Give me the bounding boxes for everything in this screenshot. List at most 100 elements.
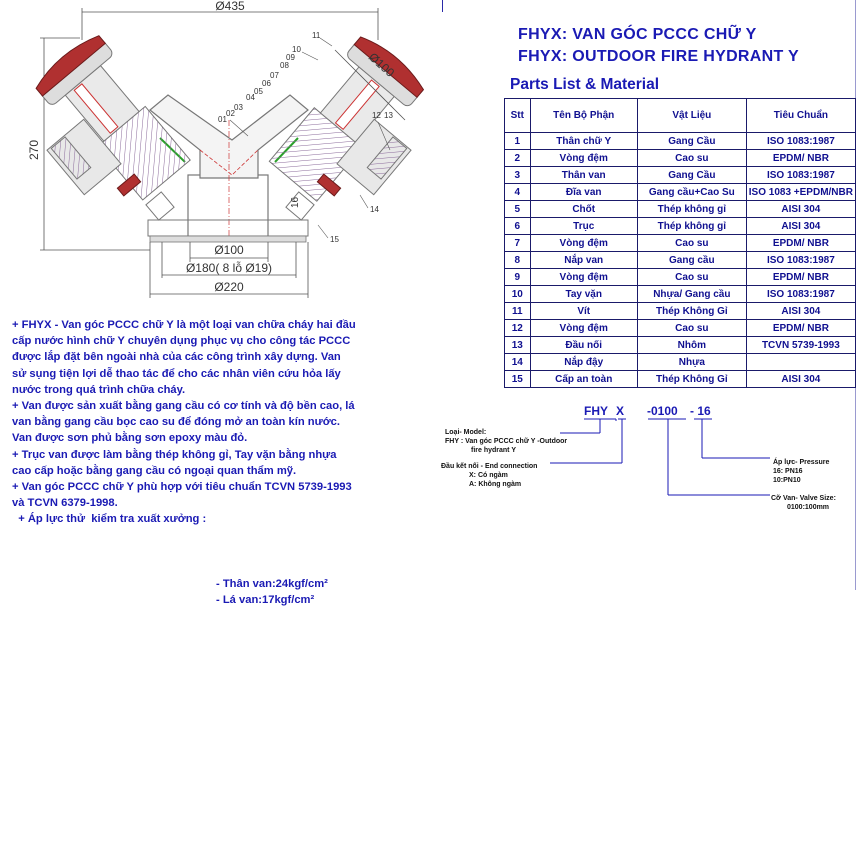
parts-table-header: Stt Tên Bộ Phận Vật Liệu Tiêu Chuẩn	[504, 98, 857, 133]
pressure-body: - Thân van:24kgf/cm²	[216, 578, 328, 590]
dim-top-label: Ø435	[215, 0, 245, 13]
cell-part-name: Vòng đệm	[529, 268, 638, 286]
cell-standard: AISI 304	[745, 302, 857, 320]
cell-material: Cao su	[636, 268, 747, 286]
size-label: Cỡ Van- Valve Size:	[771, 495, 836, 502]
cell-part-name: Vòng đệm	[529, 319, 638, 337]
cell-stt: 3	[504, 166, 531, 184]
cell-material: Gang Cầu	[636, 166, 747, 184]
size-legend: Cỡ Van- Valve Size: 0100:100mm	[771, 494, 836, 512]
cell-standard: ISO 1083:1987	[745, 285, 857, 303]
code-pressure: - 16	[690, 404, 711, 418]
dim-outlet-line	[334, 49, 406, 121]
left-valve	[35, 35, 191, 201]
cell-material: Cao su	[636, 319, 747, 337]
cell-stt: 14	[504, 353, 531, 371]
cell-stt: 8	[504, 251, 531, 269]
cell-material: Gang Cầu	[636, 132, 747, 150]
cell-standard: AISI 304	[745, 200, 857, 218]
cell-material: Cao su	[636, 149, 747, 167]
svg-text:14: 14	[370, 205, 379, 214]
model-text-2: fire hydrant Y	[471, 447, 516, 454]
y-body	[147, 94, 309, 243]
cell-standard: EPDM/ NBR	[745, 319, 857, 337]
cell-standard: EPDM/ NBR	[745, 268, 857, 286]
header-stt: Stt	[504, 98, 531, 133]
header-part-name: Tên Bộ Phận	[529, 98, 638, 133]
cell-stt: 2	[504, 149, 531, 167]
hydrant-drawing: Ø435 270	[27, 0, 425, 298]
model-label: Loại- Model:	[445, 429, 487, 436]
callout-numbers: 01 02 03 04 05 06 07 08 09 10 11 12 13 1…	[218, 31, 393, 244]
cell-part-name: Thân van	[529, 166, 638, 184]
header-material: Vật Liệu	[636, 98, 747, 133]
dim-bolt-label: Ø180( 8 lỗ Ø19)	[186, 260, 272, 275]
cell-standard: AISI 304	[745, 370, 857, 388]
cell-material: Nhựa/ Gang cầu	[636, 285, 747, 303]
left-outlet	[46, 118, 175, 221]
code-size: -0100	[647, 404, 678, 418]
svg-text:09: 09	[286, 53, 295, 62]
cell-standard: EPDM/ NBR	[745, 234, 857, 252]
cell-part-name: Đĩa van	[529, 183, 638, 201]
dim-height-line	[40, 37, 150, 251]
connection-label: Đầu kết nối - End connection	[441, 463, 538, 470]
cell-stt: 13	[504, 336, 531, 354]
cell-part-name: Thân chữ Y	[529, 132, 638, 150]
cell-part-name: Nắp đậy	[529, 353, 638, 371]
cell-stt: 6	[504, 217, 531, 235]
description-p2: + Van được sản xuất bằng gang cầu có cơ …	[12, 400, 355, 445]
title-vietnamese: FHYX: VAN GÓC PCCC CHỮ Y	[518, 26, 757, 43]
cell-part-name: Nắp van	[529, 251, 638, 269]
cell-part-name: Cấp an toàn	[529, 370, 638, 388]
cell-standard: ISO 1083:1987	[745, 166, 857, 184]
cell-stt: 1	[504, 132, 531, 150]
cell-part-name: Vòng đệm	[529, 234, 638, 252]
connection-a: A: Không ngàm	[469, 481, 522, 488]
svg-text:07: 07	[270, 71, 279, 80]
cell-standard: ISO 1083:1987	[745, 251, 857, 269]
pressure-legend: Áp lực- Pressure 16: PN16 10:PN10	[773, 458, 829, 485]
cell-part-name: Đầu nối	[529, 336, 638, 354]
cell-material: Thép Không Gỉ	[636, 302, 747, 320]
description-p1: + FHYX - Van góc PCCC chữ Y là một loại …	[12, 319, 356, 396]
cell-stt: 5	[504, 200, 531, 218]
svg-text:03: 03	[234, 103, 243, 112]
dim-top-line	[81, 8, 379, 40]
cell-stt: 15	[504, 370, 531, 388]
connection-x: X: Có ngàm	[469, 472, 508, 479]
svg-text:02: 02	[226, 109, 235, 118]
svg-text:04: 04	[246, 93, 255, 102]
cell-material: Nhựa	[636, 353, 747, 371]
header-standard: Tiêu Chuẩn	[745, 98, 857, 133]
cell-material: Gang cầu+Cao Su	[636, 183, 747, 201]
connection-legend: Đầu kết nối - End connection X: Có ngàm …	[441, 462, 537, 489]
cell-stt: 4	[504, 183, 531, 201]
dim-small-label: 16	[290, 196, 301, 208]
cell-material: Cao su	[636, 234, 747, 252]
cell-standard: ISO 1083 +EPDM/NBR	[745, 183, 857, 201]
description-p4: + Van góc PCCC chữ Y phù hợp với tiêu ch…	[12, 481, 352, 510]
cell-stt: 10	[504, 285, 531, 303]
cell-standard: ISO 1083:1987	[745, 132, 857, 150]
description-p5: + Áp lực thử kiểm tra xuất xưởng :	[12, 513, 207, 526]
svg-text:06: 06	[262, 79, 271, 88]
cell-part-name: Tay vặn	[529, 285, 638, 303]
parts-list-title: Parts List & Material	[510, 76, 660, 93]
title-english: FHYX: OUTDOOR FIRE HYDRANT Y	[518, 48, 800, 65]
